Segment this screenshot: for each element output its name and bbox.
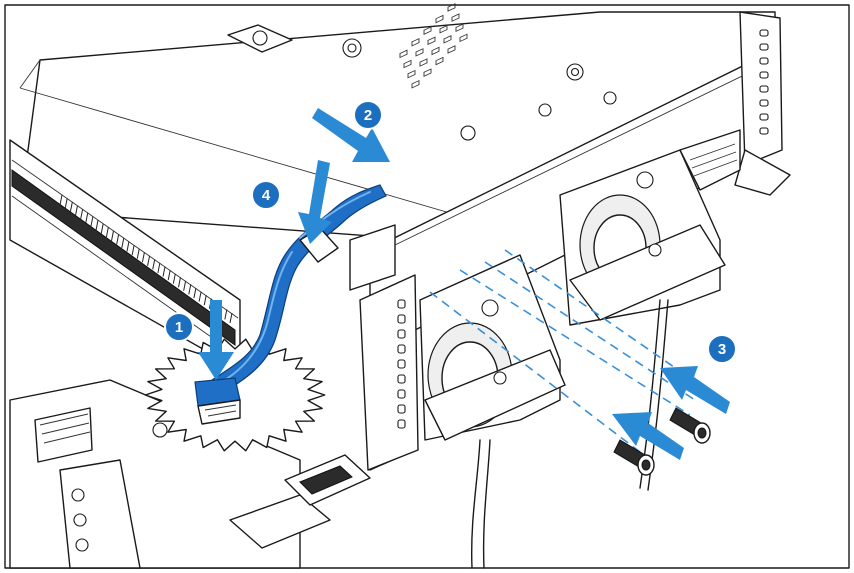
slot-pin [167, 269, 171, 281]
bracket-slot [759, 113, 769, 121]
bracket-slot [759, 57, 769, 65]
slot-pin [172, 273, 176, 284]
slot-pin [157, 262, 161, 274]
bracket-hole [397, 314, 406, 324]
vent-hole [411, 79, 420, 89]
illustration-border [4, 4, 850, 569]
bracket-slot [759, 71, 769, 79]
callout-4: 4 [251, 180, 281, 210]
slot-pin [59, 194, 63, 206]
thumbscrew-lower [613, 439, 655, 476]
callout-1-label: 1 [175, 319, 183, 336]
bracket-hole [397, 329, 406, 339]
arrow-step-3-upper [660, 366, 730, 414]
slot-pin [229, 312, 233, 324]
bracket-slot [759, 99, 769, 107]
slot-pin [162, 266, 166, 277]
bracket-slot [759, 85, 769, 93]
callout-1: 1 [164, 312, 194, 342]
vent-hole [451, 13, 460, 22]
slot-pin [141, 252, 145, 263]
thumbscrew-upper [669, 407, 711, 444]
vent-hole [447, 45, 456, 54]
drive-cage-lower [419, 254, 566, 441]
bracket-hole [397, 299, 406, 309]
bracket-hole [397, 374, 406, 384]
vent-hole [455, 23, 464, 33]
right-bracket [734, 11, 791, 196]
slot-pin [121, 237, 125, 249]
vent-hole [423, 68, 432, 77]
arrow-step-3-lower [612, 412, 684, 460]
slot-pin [131, 244, 135, 256]
slot-pin [95, 219, 99, 231]
vent-hole [439, 24, 448, 34]
vent-hole [423, 26, 432, 35]
slot-pin [188, 284, 192, 295]
slot-pin [100, 223, 104, 234]
vent-hole [407, 69, 416, 79]
slot-pin [90, 216, 94, 227]
slot-pin [183, 280, 187, 291]
slot-pin [116, 234, 120, 245]
bracket-slot [759, 43, 769, 51]
slot-pin [198, 291, 202, 302]
bracket-hole [397, 389, 406, 399]
vent-hole [427, 36, 436, 46]
callout-2-label: 2 [364, 107, 372, 124]
slot-pin [105, 227, 109, 238]
arrow-step-2 [312, 108, 390, 162]
vent-hole [403, 59, 412, 69]
bracket-hole [397, 359, 406, 369]
slot-pin [85, 212, 89, 223]
callout-3: 3 [707, 334, 737, 364]
bracket-slot [759, 29, 769, 37]
vent-hole [459, 33, 468, 43]
bracket-hole [397, 419, 406, 429]
slot-pin [193, 287, 197, 299]
slot-pin [203, 295, 207, 306]
bracket-slot [759, 127, 769, 135]
arrow-step-4 [298, 160, 332, 244]
riser-bracket [349, 224, 419, 471]
slot-pin [224, 309, 228, 320]
alignment-guides [429, 249, 711, 453]
slot-pin [69, 202, 73, 213]
slot-pin [111, 230, 115, 241]
slot-pin [147, 255, 151, 266]
vent-hole [435, 56, 444, 66]
slot-pin [80, 209, 84, 220]
callout-3-label: 3 [718, 341, 726, 358]
slot-pin [136, 248, 140, 259]
vent-hole [447, 3, 456, 12]
slot-pin [126, 241, 130, 252]
bracket-hole [397, 404, 406, 414]
vent-hole [415, 48, 424, 57]
bracket-hole [397, 344, 406, 354]
vent-hole [443, 35, 452, 44]
slot-pin [152, 259, 156, 270]
vent-hole [411, 37, 420, 47]
callout-2: 2 [353, 100, 383, 130]
arrow-step-1 [198, 300, 234, 380]
rear-io-area [9, 379, 371, 569]
blue-cable [194, 184, 387, 425]
vent-hole [419, 58, 428, 67]
vent-hole [431, 46, 440, 56]
callout-4-label: 4 [262, 187, 271, 204]
vent-hole [399, 49, 408, 59]
drive-cage-upper [559, 129, 741, 326]
vent-hole [435, 14, 444, 24]
slot-pin [74, 205, 78, 216]
slot-pin [64, 198, 68, 209]
slot-pin [177, 277, 181, 288]
